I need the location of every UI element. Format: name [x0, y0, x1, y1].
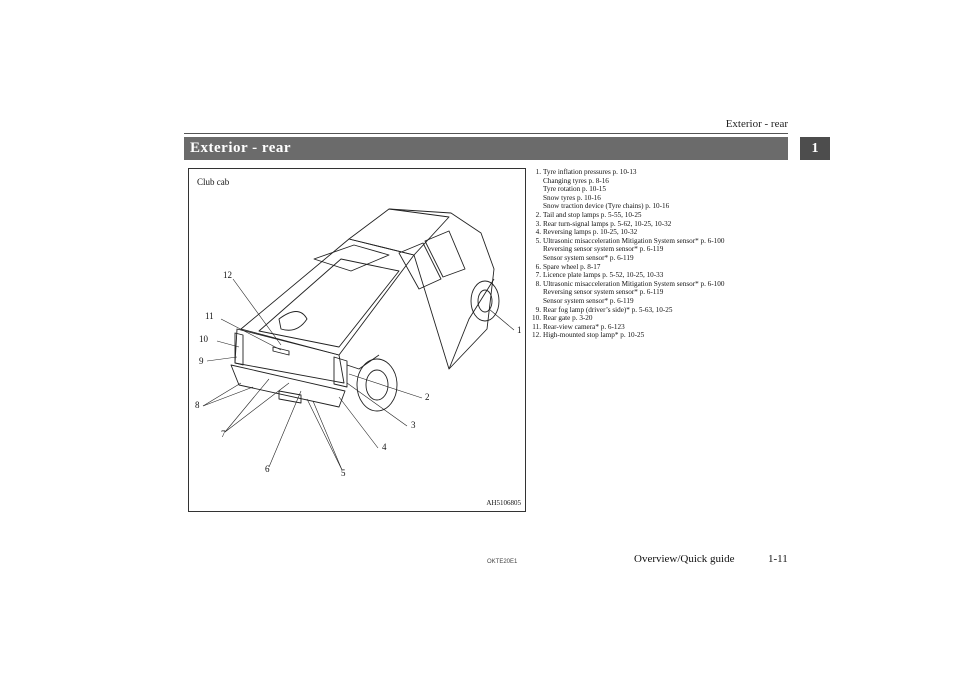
callout-12: 12 [223, 270, 232, 280]
section-title: Exterior - rear [184, 137, 788, 160]
list-item: 10Rear gate p. 3-20 [530, 314, 788, 323]
header-rule [184, 133, 788, 134]
truck-rear-figure: Club cab AH5106805 1 2 3 4 5 6 7 8 9 10 … [188, 168, 526, 512]
footer-section: Overview/Quick guide [634, 553, 735, 565]
callout-6: 6 [265, 464, 270, 474]
list-item: 11Rear-view camera* p. 6-123 [530, 323, 788, 332]
truck-illustration [202, 208, 515, 471]
list-item: 2Tail and stop lamps p. 5-55, 10-25 [530, 211, 788, 220]
list-item: 1Tyre inflation pressures p. 10-13Changi… [530, 168, 788, 211]
doc-code: OKTE20E1 [487, 559, 518, 565]
list-item: 7Licence plate lamps p. 5-52, 10-25, 10-… [530, 271, 788, 280]
list-item: 12High-mounted stop lamp* p. 10-25 [530, 331, 788, 340]
callout-1: 1 [517, 325, 522, 335]
page-number: 1-11 [768, 553, 788, 565]
chapter-tab: 1 [800, 137, 830, 160]
callout-10: 10 [199, 334, 208, 344]
callout-4: 4 [382, 442, 387, 452]
callout-9: 9 [199, 356, 204, 366]
callout-7: 7 [221, 429, 226, 439]
callout-11: 11 [205, 311, 214, 321]
callout-2: 2 [425, 392, 430, 402]
figure-caption: Club cab [197, 177, 230, 187]
list-item: 8Ultrasonic misacceleration Mitigation S… [530, 280, 788, 306]
figure-code: AH5106805 [486, 499, 521, 507]
callout-3: 3 [411, 420, 416, 430]
callout-8: 8 [195, 400, 200, 410]
list-item: 9Rear fog lamp (driver’s side)* p. 5-63,… [530, 306, 788, 315]
list-item: 3Rear turn-signal lamps p. 5-62, 10-25, … [530, 220, 788, 229]
list-item: 6Spare wheel p. 8-17 [530, 263, 788, 272]
list-item: 4Reversing lamps p. 10-25, 10-32 [530, 228, 788, 237]
list-item: 5Ultrasonic misacceleration Mitigation S… [530, 237, 788, 263]
callout-5: 5 [341, 468, 346, 478]
component-list: 1Tyre inflation pressures p. 10-13Changi… [530, 168, 788, 340]
running-head: Exterior - rear [725, 118, 788, 130]
